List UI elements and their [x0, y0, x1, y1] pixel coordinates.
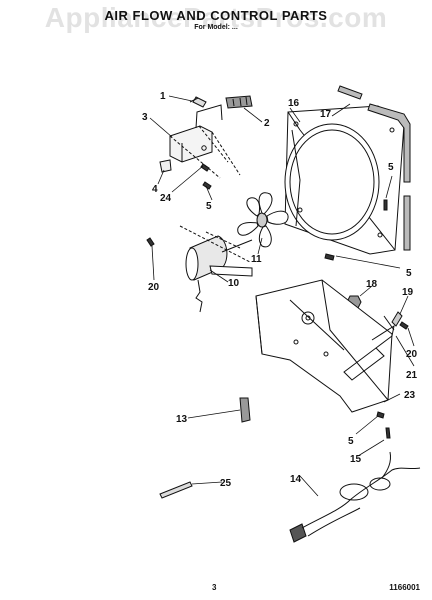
callout-5: 5: [348, 436, 354, 447]
part-fan-shroud: [284, 105, 405, 255]
part-pin: [159, 481, 193, 499]
page-number: 3: [212, 583, 217, 592]
part-screw-15: [385, 427, 391, 439]
part-base-panel: [255, 279, 395, 413]
part-fan-blade: [237, 192, 289, 248]
callout-14: 14: [290, 474, 302, 485]
callout-20: 20: [148, 282, 160, 293]
callout-21: 21: [406, 370, 418, 381]
part-power-cord: [289, 451, 421, 543]
callout-20: 20: [406, 349, 418, 360]
part-screw-5d: [376, 411, 385, 419]
callout-19: 19: [402, 287, 414, 298]
part-clip: [159, 159, 172, 173]
callout-5: 5: [206, 201, 212, 212]
document-code: 1166001: [389, 583, 420, 592]
part-gasket: [337, 85, 411, 251]
callout-15: 15: [350, 454, 362, 465]
part-screw-24: [200, 163, 210, 172]
callout-labels: 1 2 3 4 24 5 16 17 5 11 20 10 5 18 19 20…: [142, 91, 418, 489]
callout-1: 1: [160, 91, 166, 102]
callout-3: 3: [142, 112, 148, 123]
callout-13: 13: [176, 414, 188, 425]
callout-10: 10: [228, 278, 240, 289]
callout-2: 2: [264, 118, 270, 129]
part-control-bracket: [169, 104, 223, 163]
callout-17: 17: [320, 109, 332, 120]
callout-4: 4: [152, 184, 158, 195]
part-screw-5b: [383, 199, 388, 211]
callout-5: 5: [388, 162, 394, 173]
part-capacitor-clip: [239, 397, 251, 423]
diagram-title: AIR FLOW AND CONTROL PARTS: [104, 8, 328, 23]
callout-16: 16: [288, 98, 300, 109]
part-fan-motor: [179, 225, 253, 313]
diagram-subtitle: For Model: ...: [194, 24, 238, 31]
callout-18: 18: [366, 279, 378, 290]
callout-23: 23: [404, 390, 416, 401]
leader-lines: [149, 95, 415, 497]
part-terminal-block: [225, 95, 253, 109]
callout-24: 24: [160, 193, 172, 204]
part-screw-20a: [146, 237, 155, 247]
callout-25: 25: [220, 478, 232, 489]
callout-11: 11: [251, 254, 262, 265]
part-screw-5c: [324, 253, 335, 261]
watermark: AppliancePartsPros.com: [44, 2, 388, 33]
part-screw-5a: [202, 181, 212, 190]
callout-5: 5: [406, 268, 412, 279]
part-connector: [189, 96, 207, 108]
part-screw-20b: [399, 321, 409, 330]
part-wire-clip: [391, 311, 403, 327]
